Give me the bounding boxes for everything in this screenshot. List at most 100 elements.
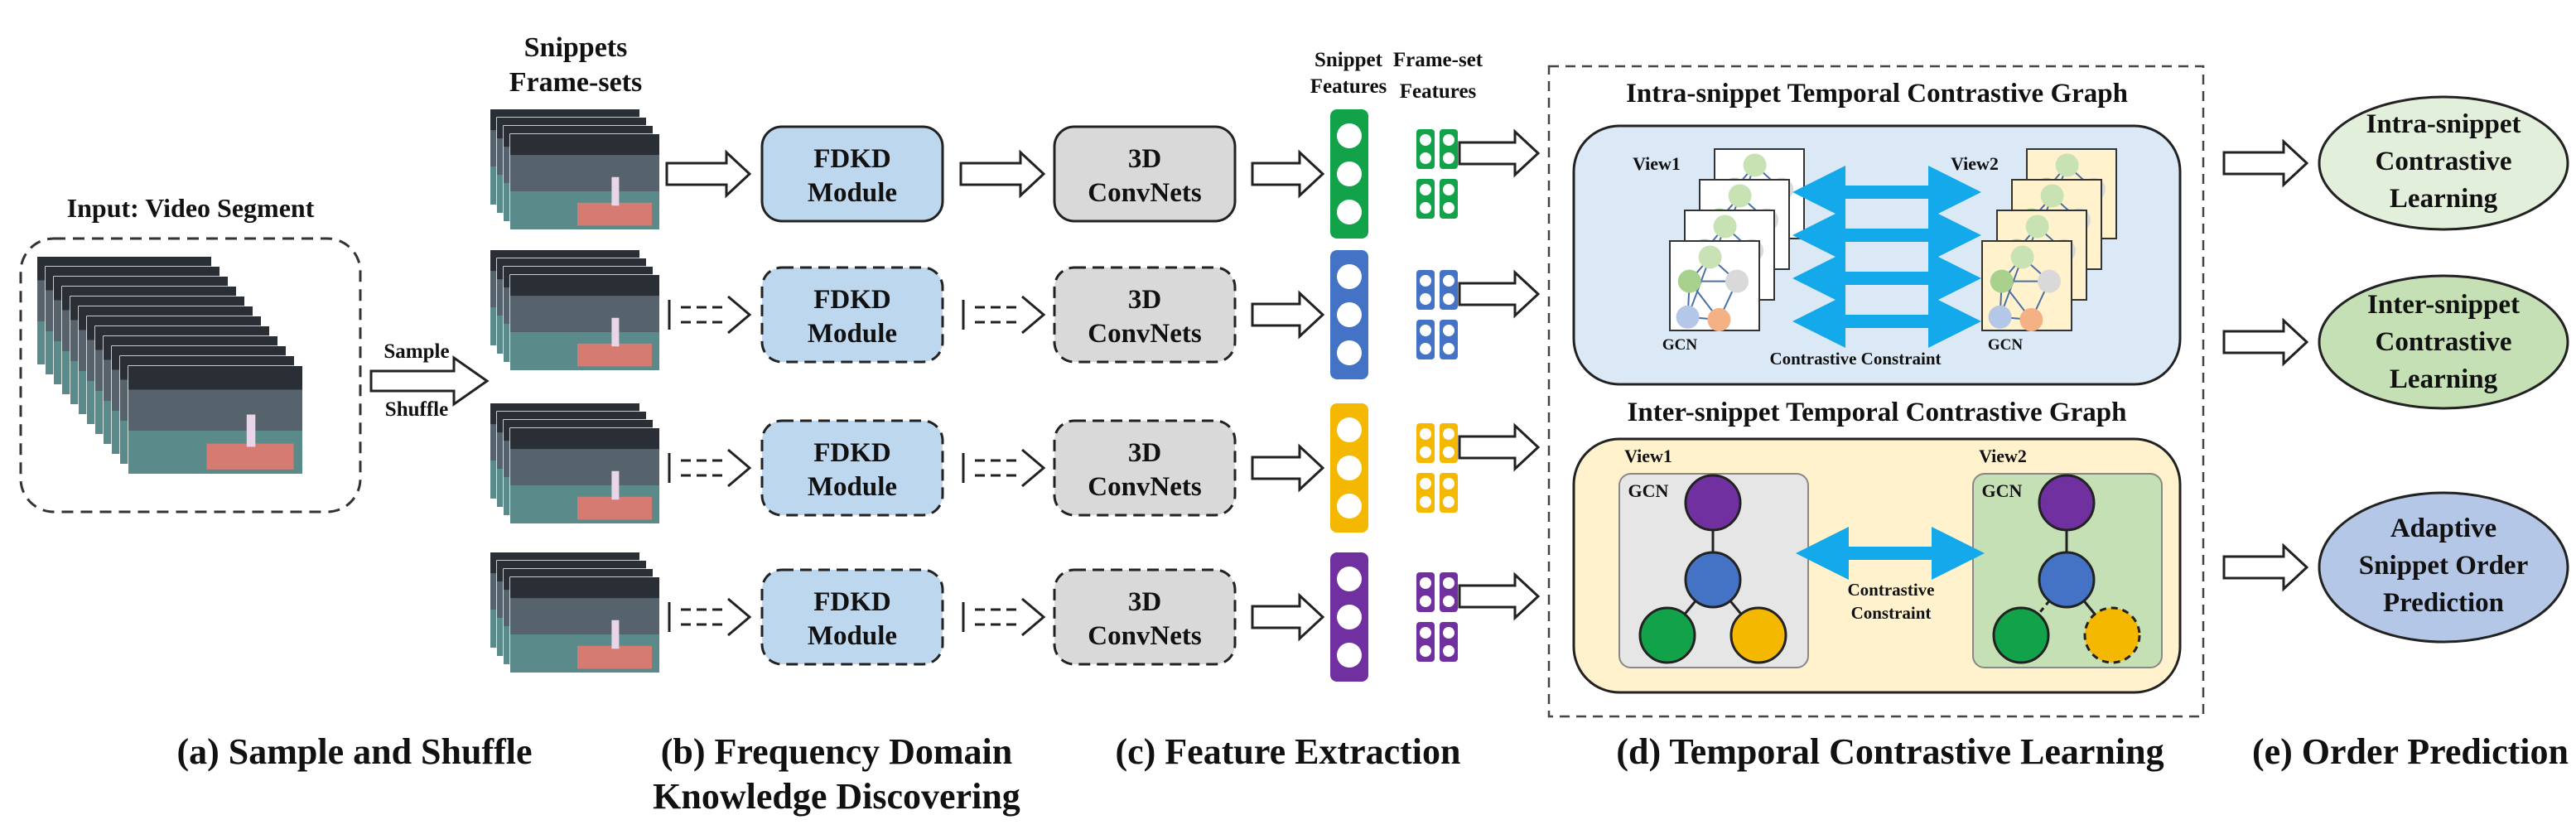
feature-cell	[1443, 595, 1454, 607]
arrow-to-order-output	[2222, 542, 2309, 592]
output-intra-line2: Contrastive	[2376, 147, 2512, 176]
feature-cell	[1443, 343, 1454, 354]
arrow-to-stage-d	[1458, 128, 1541, 178]
graph-node	[2055, 153, 2079, 177]
feature-group	[1330, 109, 1458, 239]
convnets-block	[1053, 266, 1237, 364]
fdkd-label-line2: Module	[808, 472, 897, 502]
output-inter-ellipse	[2318, 274, 2569, 410]
feature-cell	[1420, 134, 1431, 146]
graph-node	[1988, 305, 2012, 329]
feature-cell	[1420, 325, 1431, 336]
output-intra-ellipse	[2318, 95, 2569, 231]
fdkd-label-line1: FDKD	[813, 144, 891, 174]
graph-node-gold	[2083, 606, 2141, 664]
output-inter-line1: Inter-snippet	[2367, 290, 2520, 320]
arrow-to-stage-d	[1458, 422, 1541, 472]
arrow-to-features	[1251, 443, 1325, 493]
arrow-to-inter-output	[2222, 317, 2309, 367]
graph-node	[1698, 245, 1722, 269]
fdkd-label-line2: Module	[808, 621, 897, 651]
feature-cell	[1337, 340, 1362, 365]
intra-contrastive-constraint: Contrastive Constraint	[1769, 349, 1941, 369]
graph-node-gold	[1729, 606, 1787, 664]
convnets-label-line2: ConvNets	[1088, 472, 1202, 502]
graph-node	[2019, 308, 2043, 332]
frame-sets-header: Frame-sets	[509, 67, 642, 98]
thumb-ceiling	[510, 275, 659, 297]
thumb-person	[246, 414, 256, 447]
graph-node	[1707, 308, 1731, 332]
output-inter-line2: Contrastive	[2376, 327, 2512, 357]
sample-label: Sample	[384, 340, 449, 363]
snippet-frame	[509, 576, 660, 673]
thumb-person	[611, 317, 620, 347]
feature-cell	[1420, 577, 1431, 589]
fdkd-label-line2: Module	[808, 178, 897, 208]
fdkd-module	[760, 125, 944, 223]
convnets-label-line1: 3D	[1128, 144, 1161, 174]
thumb-court	[577, 496, 652, 520]
thumb-wall	[510, 598, 659, 634]
convnets-label-line1: 3D	[1128, 438, 1161, 468]
snippet-features-header-1: Snippet	[1315, 49, 1383, 71]
shuffle-label: Shuffle	[385, 398, 448, 421]
intra-view2-graph	[1981, 240, 2072, 332]
feature-cell	[1443, 446, 1454, 458]
graph-node	[1743, 153, 1767, 177]
feature-cell	[1420, 645, 1431, 657]
convnets-label-line2: ConvNets	[1088, 178, 1202, 208]
snippet-stack	[490, 249, 660, 371]
feature-cell	[1443, 627, 1454, 639]
arrow-to-convnets	[962, 295, 1046, 335]
snippet-frame	[509, 133, 660, 230]
arrow-to-fdkd	[665, 149, 752, 199]
arrow-head	[727, 597, 752, 637]
arrow-head	[1021, 597, 1046, 637]
feature-cell	[1337, 643, 1362, 668]
thumb-court	[577, 202, 652, 226]
thumb-ceiling	[510, 428, 659, 450]
arrow-to-convnets	[962, 448, 1046, 488]
inter-view1-label: View1	[1624, 446, 1672, 466]
fdkd-label-line2: Module	[808, 319, 897, 349]
feature-cell	[1420, 202, 1431, 214]
feature-cell	[1443, 577, 1454, 589]
fdkd-module	[760, 419, 944, 517]
thumb-court	[577, 343, 652, 367]
graph-node-purple	[2038, 474, 2096, 532]
inter-gcn-right: GCN	[1982, 480, 2023, 501]
graph-node	[1728, 184, 1752, 208]
intra-view1-label: View1	[1633, 153, 1681, 174]
feature-cell	[1337, 123, 1362, 148]
thumb-court	[577, 645, 652, 669]
feature-cell	[1443, 325, 1454, 336]
thumb-wall	[510, 296, 659, 332]
intra-view2-label: View2	[1951, 153, 1999, 174]
convnets-label-line1: 3D	[1128, 587, 1161, 617]
fdkd-module	[760, 266, 944, 364]
graph-node	[2038, 269, 2061, 293]
feature-cell	[1420, 184, 1431, 195]
input-frame-stack	[36, 256, 303, 475]
arrow-head	[1021, 448, 1046, 488]
feature-cell	[1420, 293, 1431, 305]
feature-cell	[1337, 417, 1362, 442]
feature-cell	[1420, 428, 1431, 440]
feature-group	[1330, 403, 1458, 533]
input-title: Input: Video Segment	[67, 193, 315, 223]
convnets-label-line1: 3D	[1128, 285, 1161, 315]
feature-cell	[1420, 446, 1431, 458]
snippet-frame	[509, 427, 660, 524]
arrow-to-fdkd	[668, 448, 752, 488]
inter-gcn-left: GCN	[1628, 480, 1669, 501]
feature-cell	[1420, 627, 1431, 639]
arrow-to-stage-d	[1458, 269, 1541, 319]
feature-cell	[1337, 567, 1362, 591]
feature-cell	[1420, 152, 1431, 164]
feature-cell	[1443, 478, 1454, 489]
output-order-ellipse	[2318, 491, 2569, 644]
feature-cell	[1337, 456, 1362, 480]
